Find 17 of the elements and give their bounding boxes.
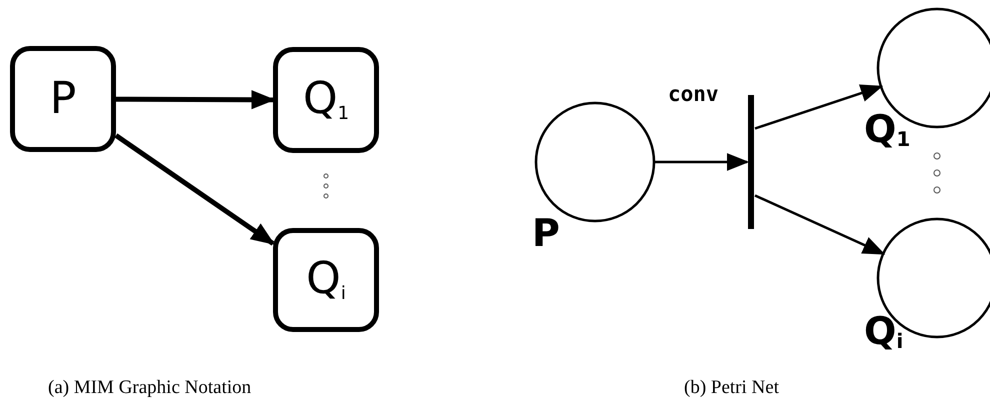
caption: (b) Petri Net (684, 378, 779, 397)
transition-label: conv (668, 84, 719, 105)
node-label: P (50, 77, 76, 121)
place-label: Q$_{i}$ (864, 312, 904, 351)
arrow (754, 194, 886, 255)
caption: (a) MIM Graphic Notation (48, 378, 252, 397)
node-label: Q$_{i}$ (306, 257, 346, 303)
node-label: Q$_{1}$ (302, 77, 350, 123)
arrow (116, 90, 276, 110)
arrow (654, 153, 750, 171)
rounded-box (273, 228, 379, 332)
arrow (114, 133, 275, 246)
place-label: Q$_{1}$ (864, 110, 910, 149)
place-label: P (532, 214, 560, 252)
rounded-box (10, 46, 116, 152)
arrow (754, 84, 884, 130)
rounded-box (273, 47, 379, 153)
